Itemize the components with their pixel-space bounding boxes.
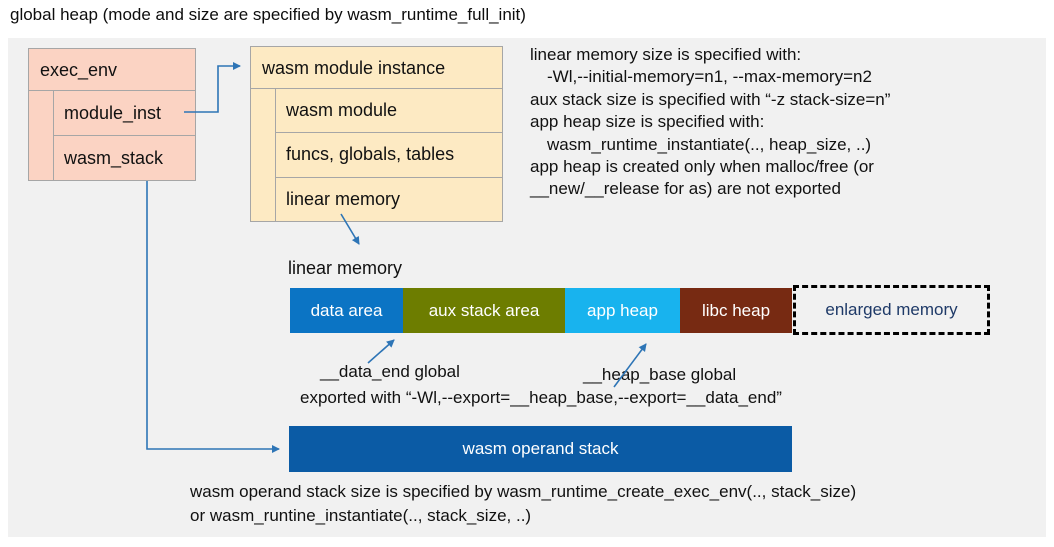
exec-env-field-wasm-stack: wasm_stack <box>64 147 164 168</box>
wasm-module-instance-indent-strip <box>251 89 276 221</box>
exec-env-field-module-inst: module_inst <box>54 91 195 136</box>
notes-memory-sizes: linear memory size is specified with: -W… <box>530 44 1042 201</box>
note-line: wasm operand stack size is specified by … <box>190 482 857 501</box>
annotation-data-end-global: __data_end global <box>320 362 460 381</box>
segment-enlarged-memory: enlarged memory <box>793 285 990 335</box>
module-field-wasm-module: wasm module <box>276 89 502 134</box>
note-line: app heap size is specified with: <box>530 112 765 132</box>
exec-env-indent-strip <box>29 91 54 180</box>
annotation-heap-base-global: __heap_base global <box>583 365 737 384</box>
module-field-funcs-globals-tables: funcs, globals, tables <box>276 133 502 178</box>
note-line: wasm_runtime_instantiate(.., heap_size, … <box>547 134 872 154</box>
linear-memory-label: linear memory <box>288 258 403 278</box>
diagram-title: global heap (mode and size are specified… <box>10 5 526 24</box>
note-line: -Wl,--initial-memory=n1, --max-memory=n2 <box>547 67 872 87</box>
exec-env-body: module_inst wasm_stack <box>29 91 195 180</box>
wasm-module-instance-body: wasm module funcs, globals, tables linea… <box>251 89 502 221</box>
segment-data-area: data area <box>290 288 403 333</box>
notes-operand-stack-size: wasm operand stack size is specified by … <box>190 480 856 528</box>
wasm-module-instance-title: wasm module instance <box>251 47 502 89</box>
segment-aux-stack-area: aux stack area <box>403 288 565 333</box>
segment-app-heap: app heap <box>565 288 680 333</box>
module-field-linear-memory: linear memory <box>286 188 401 209</box>
wasm-operand-stack-box: wasm operand stack <box>289 426 792 472</box>
annotation-exported-with: exported with “-Wl,--export=__heap_base,… <box>300 388 782 407</box>
note-line: aux stack size is specified with “-z sta… <box>530 89 891 109</box>
exec-env-box: exec_env module_inst wasm_stack <box>28 48 196 181</box>
segment-libc-heap: libc heap <box>680 288 792 333</box>
note-line: __new/__release for as) are not exported <box>530 179 841 199</box>
note-line: or wasm_runtine_instantiate(.., stack_si… <box>190 506 532 525</box>
exec-env-title: exec_env <box>29 49 195 91</box>
note-line: app heap is created only when malloc/fre… <box>530 157 874 177</box>
note-line: linear memory size is specified with: <box>530 45 802 64</box>
wasm-module-instance-box: wasm module instance wasm module funcs, … <box>250 46 503 222</box>
